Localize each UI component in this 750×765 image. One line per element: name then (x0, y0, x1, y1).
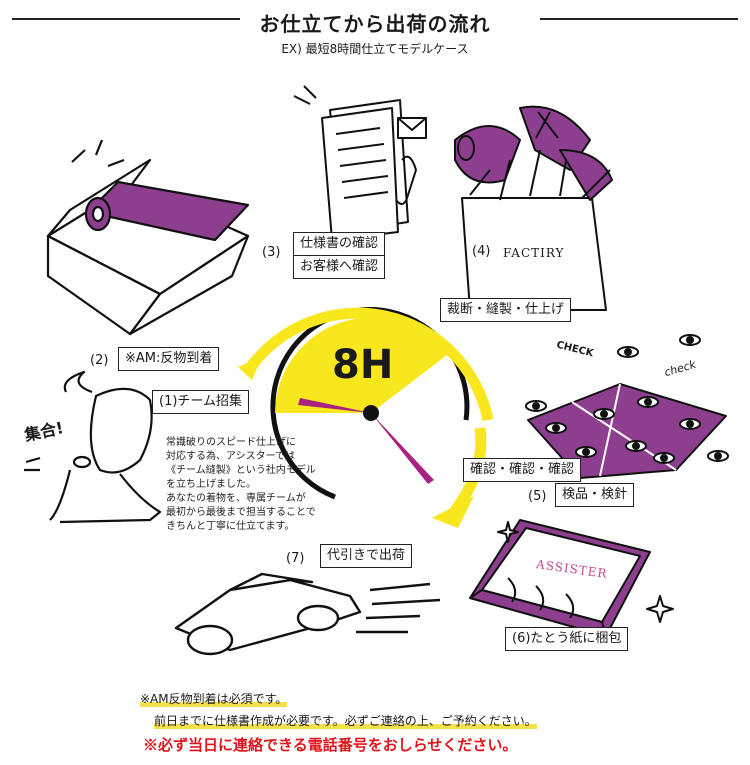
page-title: お仕立てから出荷の流れ (259, 12, 491, 36)
step5-number: (5) (528, 489, 547, 504)
step2-label: ※AM:反物到着 (118, 347, 220, 371)
description-block: 常識破りのスピード仕上げに 対応する為、アシスターでは 《チーム縫製》という社内… (166, 436, 316, 534)
step6-text: たとう紙に梱包 (530, 631, 622, 646)
step7-number: (7) (286, 551, 305, 566)
step1-number: (1) (159, 394, 178, 409)
step4-number: (4) (472, 244, 491, 259)
factory-bag-illustration (454, 105, 613, 311)
description-line: 《チーム縫製》という社内モデル (166, 465, 316, 476)
note-phone-warning: ※必ず当日に連絡できる電話番号をおしらせください。 (143, 736, 518, 754)
description-line: を立ち上げました。 (166, 479, 256, 490)
step5-label-top: 確認・確認・確認 (463, 458, 582, 482)
description-line: 常識破りのスピード仕上げに (166, 437, 296, 448)
step3-number: (3) (262, 245, 281, 260)
page-subtitle: EX) 最短8時間仕立てモデルケース (281, 42, 469, 56)
step3-label-confirm: お客様へ確認 (293, 255, 386, 279)
step7-label: 代引きで出荷 (320, 544, 413, 568)
step2-number: (2) (90, 353, 109, 368)
step3-label-spec: 仕様書の確認 (293, 232, 386, 256)
clock-label: 8H (332, 342, 394, 388)
fabric-box-illustration (46, 139, 250, 336)
factory-sign: FACTIRY (503, 246, 565, 260)
step5-label: 検品・検針 (555, 483, 635, 507)
note-reservation: 前日までに仕様書作成が必要です。必ずご連絡の上、ご予約ください。 (154, 714, 537, 728)
inspection-illustration (525, 334, 729, 479)
step1-label: (1)チーム招集 (152, 390, 250, 414)
step6-label: (6)たとう紙に梱包 (505, 627, 629, 651)
package-illustration (469, 519, 674, 637)
description-line: 対応する為、アシスターでは (166, 451, 295, 462)
note-required: ※AM反物到着は必須です。 (140, 692, 288, 706)
person-whistle-illustration (24, 370, 162, 524)
description-line: あなたの着物を、専属チームが (166, 493, 306, 504)
description-line: きちんと丁寧に仕立てます。 (166, 521, 295, 532)
description-line: 最初から最後まで担当することで (166, 507, 316, 518)
step4-label: 裁断・縫製・仕上げ (440, 298, 572, 322)
step1-text: チーム招集 (177, 394, 243, 409)
clock-graphic (238, 307, 494, 528)
documents-illustration (293, 85, 427, 241)
step6-number: (6) (512, 631, 531, 646)
car-illustration (174, 572, 441, 656)
